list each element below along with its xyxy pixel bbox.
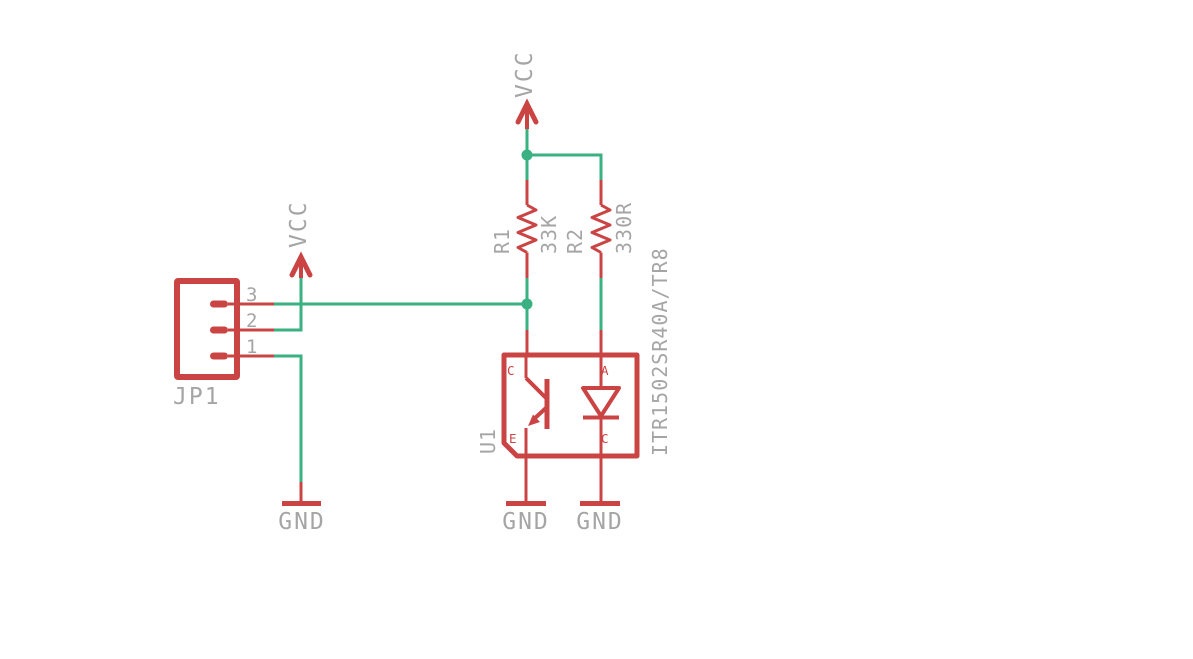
r1-zigzag[interactable]: [516, 203, 538, 254]
wire-jp1-pin1-to-gnd[interactable]: [274, 354, 303, 483]
jp1-pin2-number: 2: [246, 310, 257, 332]
connector-jp1[interactable]: 3 2 1 JP1: [173, 278, 274, 410]
resistor-r2[interactable]: R2 330R: [563, 180, 636, 278]
r2-value: 330R: [612, 202, 636, 254]
u1-refdes: U1: [476, 428, 500, 454]
gnd-symbol-jp1[interactable]: GND: [278, 482, 326, 535]
jp1-pad-1[interactable]: [210, 352, 228, 360]
jp1-refdes: JP1: [173, 384, 221, 410]
vcc-top-label: VCC: [512, 50, 538, 98]
u1-emitter-diag[interactable]: [532, 405, 549, 421]
wire-vcc-branch-to-r2[interactable]: [527, 153, 603, 180]
u1-diode-triangle[interactable]: [581, 386, 621, 418]
optocoupler-u1[interactable]: C A E C U1 ITR1502SR40A/TR8: [476, 247, 672, 459]
r1-value: 33K: [537, 215, 561, 254]
u1-pin-label-emitter: E: [509, 431, 517, 446]
vcc-top-arrow-icon[interactable]: [515, 98, 539, 125]
r2-zigzag[interactable]: [590, 203, 612, 254]
gnd-symbol-cathode[interactable]: GND: [576, 418, 624, 535]
u1-collector-diag[interactable]: [524, 376, 549, 401]
u1-pin-label-cathode: C: [601, 431, 609, 446]
power-flag-vcc-top[interactable]: VCC: [512, 50, 539, 129]
u1-body[interactable]: [501, 352, 640, 459]
resistor-r1[interactable]: R1 33K: [490, 180, 561, 278]
gnd-jp1-label: GND: [278, 509, 326, 535]
vcc-jp1-arrow-icon[interactable]: [289, 251, 313, 278]
u1-value: ITR1502SR40A/TR8: [648, 247, 672, 456]
jp1-pin1-number: 1: [246, 336, 257, 358]
junction-dot-pin3[interactable]: [521, 298, 533, 310]
power-flag-vcc-jp1[interactable]: VCC: [286, 200, 313, 278]
jp1-pad-2[interactable]: [210, 326, 228, 334]
vcc-jp1-label: VCC: [286, 200, 312, 248]
wire-jp1-pin2-to-vcc[interactable]: [274, 277, 303, 332]
jp1-pin3-number: 3: [246, 284, 257, 306]
u1-pin-label-anode: A: [601, 363, 609, 378]
jp1-pad-3[interactable]: [210, 300, 228, 308]
gnd-cathode-label: GND: [576, 509, 624, 535]
u1-emitter-arrow-icon[interactable]: [528, 414, 540, 427]
gnd-emitter-label: GND: [502, 509, 550, 535]
junction-dot-vcc[interactable]: [521, 149, 533, 161]
gnd-symbol-emitter[interactable]: GND: [502, 456, 550, 535]
u1-pin-label-collector: C: [507, 363, 515, 378]
net-wires[interactable]: [274, 128, 603, 483]
r1-refdes: R1: [490, 228, 514, 254]
r2-refdes: R2: [563, 228, 587, 254]
